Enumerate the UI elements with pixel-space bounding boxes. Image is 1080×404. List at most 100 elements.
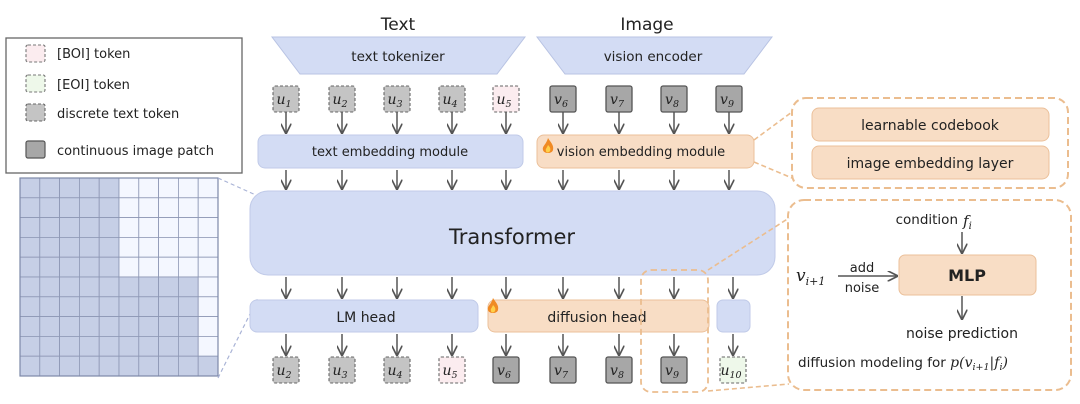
token-label: u3	[332, 363, 347, 381]
token: u5	[438, 356, 466, 384]
mask-cell	[118, 316, 140, 337]
mask-cell	[197, 335, 219, 357]
mask-cell	[79, 236, 100, 258]
text-header: Text	[380, 15, 416, 35]
legend: [BOI] token [EOI] token discrete text to…	[5, 37, 243, 174]
mask-border	[19, 177, 219, 377]
text-embedding-module	[257, 134, 524, 169]
token-label: u4	[387, 363, 402, 381]
mask-cell	[39, 335, 60, 357]
mask-cell	[177, 355, 199, 377]
token: u3	[328, 356, 356, 384]
token-box	[383, 356, 411, 384]
mask-cell	[138, 316, 160, 337]
mask-cell	[197, 236, 219, 258]
mask-cell	[19, 335, 41, 357]
token-label: v6	[554, 92, 568, 110]
mask-cell	[19, 296, 41, 317]
token-var: u	[332, 363, 341, 379]
token-var: v	[610, 92, 618, 108]
token-label: v7	[554, 363, 569, 381]
mask-cell	[98, 217, 120, 238]
token-box	[719, 356, 747, 384]
mask-cell	[98, 316, 120, 337]
token-var: v	[497, 363, 505, 379]
image-embedding-layer-box	[811, 145, 1050, 180]
token-var: u	[720, 363, 729, 379]
mask-cell	[79, 335, 100, 357]
mask-cell	[59, 197, 80, 219]
token-label: v9	[720, 92, 734, 110]
token: u3	[383, 85, 411, 113]
token-sub: 9	[728, 99, 734, 110]
mask-cell	[158, 197, 179, 219]
eoi-head	[716, 299, 751, 333]
flow-arrows	[286, 112, 733, 355]
token-var: u	[276, 363, 285, 379]
token: v9	[715, 85, 743, 113]
legend-discrete-swatch	[25, 103, 46, 122]
vision-embedding-label: vision embedding module	[557, 145, 725, 160]
token: u2	[328, 85, 356, 113]
mask-cell	[79, 355, 100, 377]
mask-cell	[59, 335, 80, 357]
mask-cell	[138, 276, 160, 298]
mask-cell	[118, 236, 140, 258]
legend-eoi-label: [EOI] token	[57, 78, 130, 93]
token-sub: 7	[618, 99, 625, 110]
token-box	[605, 356, 633, 384]
token-label: u1	[276, 92, 291, 110]
token-label: u10	[720, 363, 741, 381]
token-sub: 8	[673, 99, 679, 110]
token: v8	[605, 356, 633, 384]
vision-embedding-module	[536, 134, 755, 169]
mask-cell	[138, 335, 160, 357]
legend-continuous-swatch	[25, 140, 46, 159]
mask-cell	[39, 296, 60, 317]
legend-eoi-swatch	[25, 74, 46, 93]
token-var: v	[720, 92, 728, 108]
add-label: add	[850, 261, 874, 276]
mask-cell	[19, 236, 41, 258]
mask-cell	[19, 316, 41, 337]
token: u2	[272, 356, 300, 384]
token: v8	[660, 85, 688, 113]
token-label: v9	[665, 363, 679, 381]
mask-cell	[79, 217, 100, 238]
fire-icon	[487, 298, 499, 313]
mask-cell	[98, 236, 120, 258]
mask-cell	[59, 217, 80, 238]
token-var: v	[554, 363, 562, 379]
mlp-label: MLP	[948, 266, 986, 285]
mask-cell	[39, 236, 60, 258]
token-label: u5	[442, 363, 457, 381]
mask-connector-bottom	[217, 297, 259, 379]
token-sub: 4	[450, 99, 457, 110]
mask-cell	[197, 256, 219, 278]
mask-cell	[98, 296, 120, 317]
token-var: v	[665, 363, 673, 379]
attention-mask-grid	[19, 177, 219, 377]
mask-cell	[98, 177, 120, 199]
mask-cell	[177, 276, 199, 298]
condition-var: fi	[962, 212, 972, 232]
diffusion-head-label: diffusion head	[547, 310, 646, 326]
mask-cell	[98, 335, 120, 357]
token-label: v7	[610, 92, 625, 110]
token: u4	[438, 85, 466, 113]
token-var: v	[665, 92, 673, 108]
token-box	[438, 356, 466, 384]
mask-cell	[197, 177, 219, 199]
mask-cell	[177, 335, 199, 357]
mask-cell	[59, 236, 80, 258]
token-sub: 6	[562, 99, 568, 110]
token-sub: 2	[340, 99, 347, 110]
mask-cell	[158, 256, 179, 278]
token: u4	[383, 356, 411, 384]
token-sub: 8	[618, 370, 624, 381]
transformer-label: Transformer	[448, 225, 575, 249]
mask-cell	[59, 316, 80, 337]
diffusion-connector-bottom	[707, 383, 790, 392]
token: v9	[660, 356, 688, 384]
